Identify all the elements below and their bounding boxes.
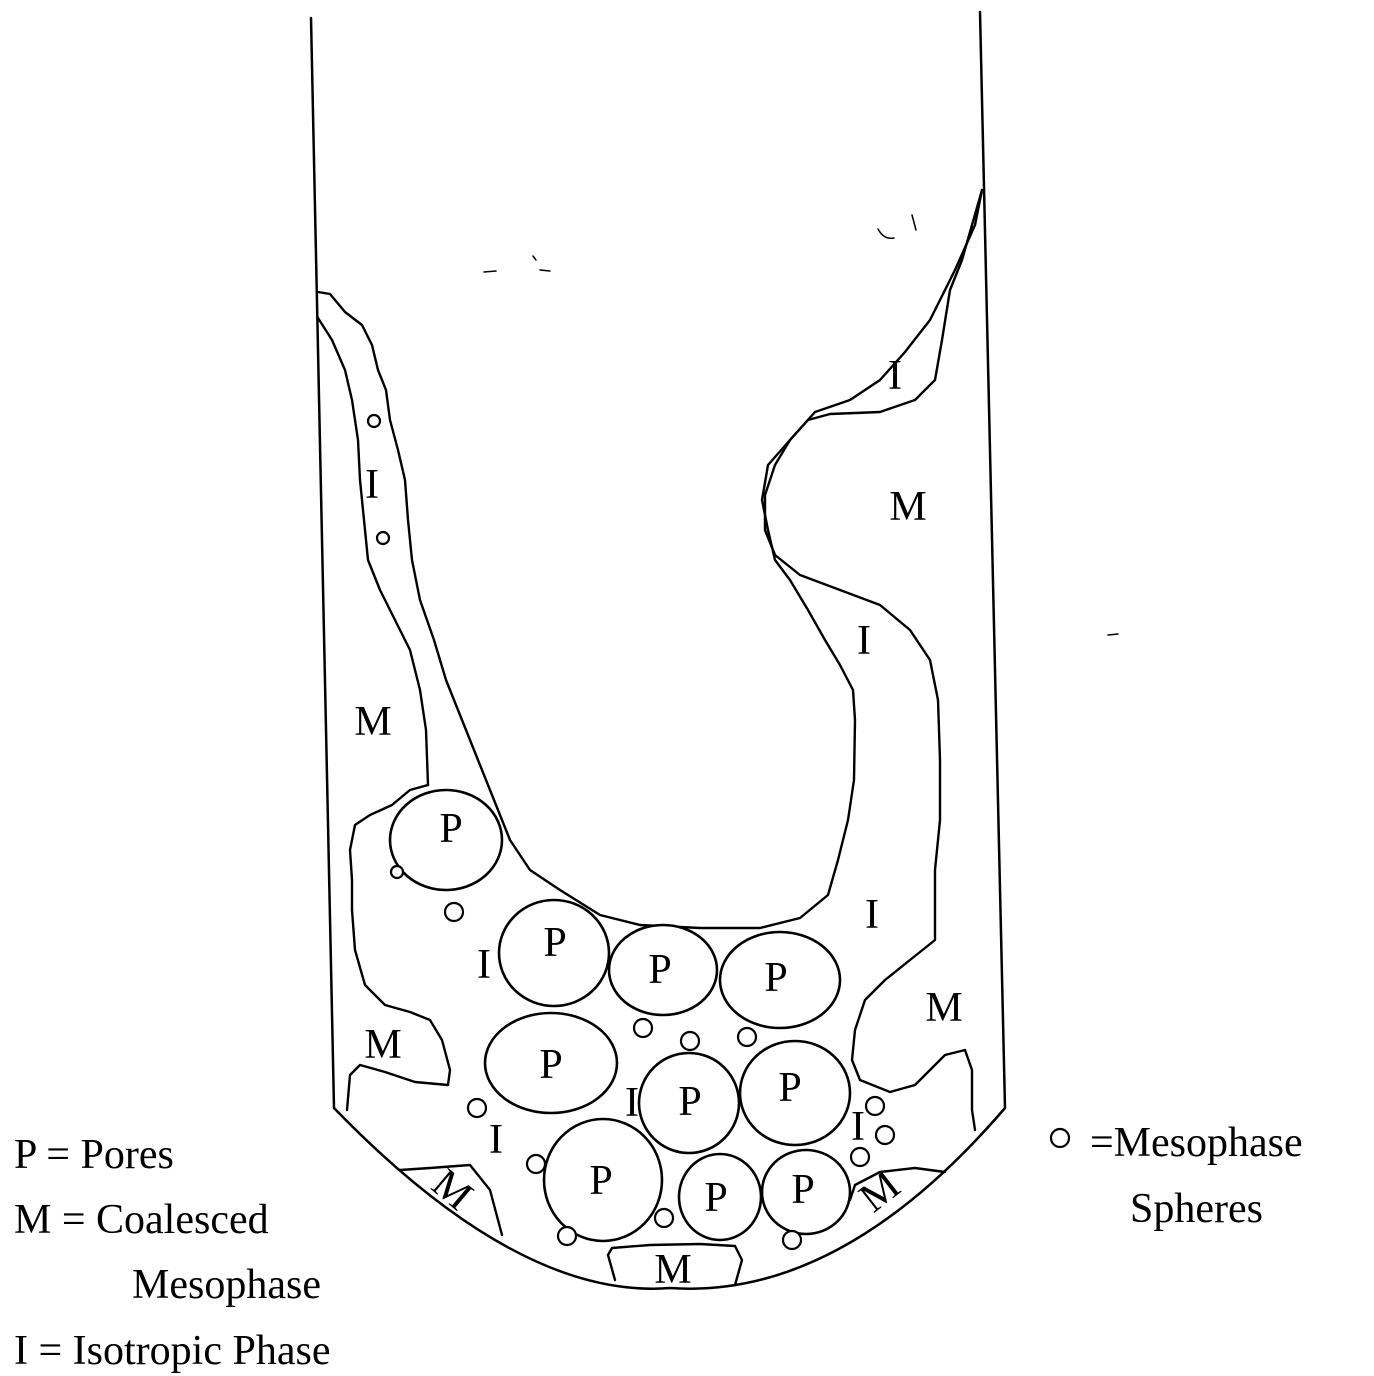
pore-label: P	[704, 1175, 727, 1221]
mesophase-sphere	[851, 1148, 869, 1166]
legend-sphere-icon	[1051, 1129, 1069, 1147]
mesophase-sphere	[468, 1099, 486, 1117]
legend-pores: P = Pores	[14, 1132, 174, 1178]
pore-label: P	[439, 806, 462, 852]
isotropic-label: I	[477, 942, 491, 988]
pore-label: P	[791, 1167, 814, 1213]
pore-label: P	[678, 1079, 701, 1125]
pore-label: P	[764, 955, 787, 1001]
legend-spheres-line1: =Mesophase	[1090, 1120, 1303, 1166]
pore-label: P	[648, 947, 671, 993]
isotropic-label: I	[865, 892, 879, 938]
mesophase-sphere	[377, 532, 389, 544]
mesophase-sphere	[655, 1209, 673, 1227]
mesophase-label: M	[889, 484, 926, 530]
isotropic-label: I	[888, 353, 902, 399]
mesophase-sphere	[391, 866, 403, 878]
legend-mesophase-line1: M = Coalesced	[14, 1197, 269, 1243]
isotropic-label: I	[625, 1080, 639, 1126]
legend-isotropic: I = Isotropic Phase	[14, 1328, 330, 1374]
isotropic-label: I	[857, 618, 871, 664]
mesophase-sphere	[527, 1155, 545, 1173]
mesophase-sphere	[445, 903, 463, 921]
isotropic-label: I	[365, 462, 379, 508]
isotropic-label: I	[489, 1117, 503, 1163]
mesophase-sphere	[866, 1097, 884, 1115]
mesophase-sphere	[876, 1126, 894, 1144]
mesophase-sphere	[681, 1032, 699, 1050]
mesophase-label: M	[654, 1247, 691, 1293]
isotropic-label: I	[851, 1104, 865, 1150]
mesophase-label: M	[354, 699, 391, 745]
isotropic-labels: I I I I I I I I	[365, 353, 902, 1163]
mesophase-sphere	[634, 1019, 652, 1037]
mesophase-label: M	[925, 985, 962, 1031]
mesophase-label: M	[364, 1022, 401, 1068]
legend-mesophase-line2: Mesophase	[132, 1262, 321, 1308]
pore-label: P	[539, 1042, 562, 1088]
mesophase-label: M	[851, 1162, 909, 1221]
mesophase-sphere	[783, 1231, 801, 1249]
scan-specks	[484, 215, 1118, 635]
mesophase-sphere	[738, 1028, 756, 1046]
mesophase-sphere	[368, 415, 380, 427]
pore-label: P	[543, 920, 566, 966]
pore-label: P	[589, 1158, 612, 1204]
legend-spheres-line2: Spheres	[1130, 1186, 1263, 1232]
pore-label: P	[778, 1065, 801, 1111]
mesophase-sphere	[558, 1227, 576, 1245]
